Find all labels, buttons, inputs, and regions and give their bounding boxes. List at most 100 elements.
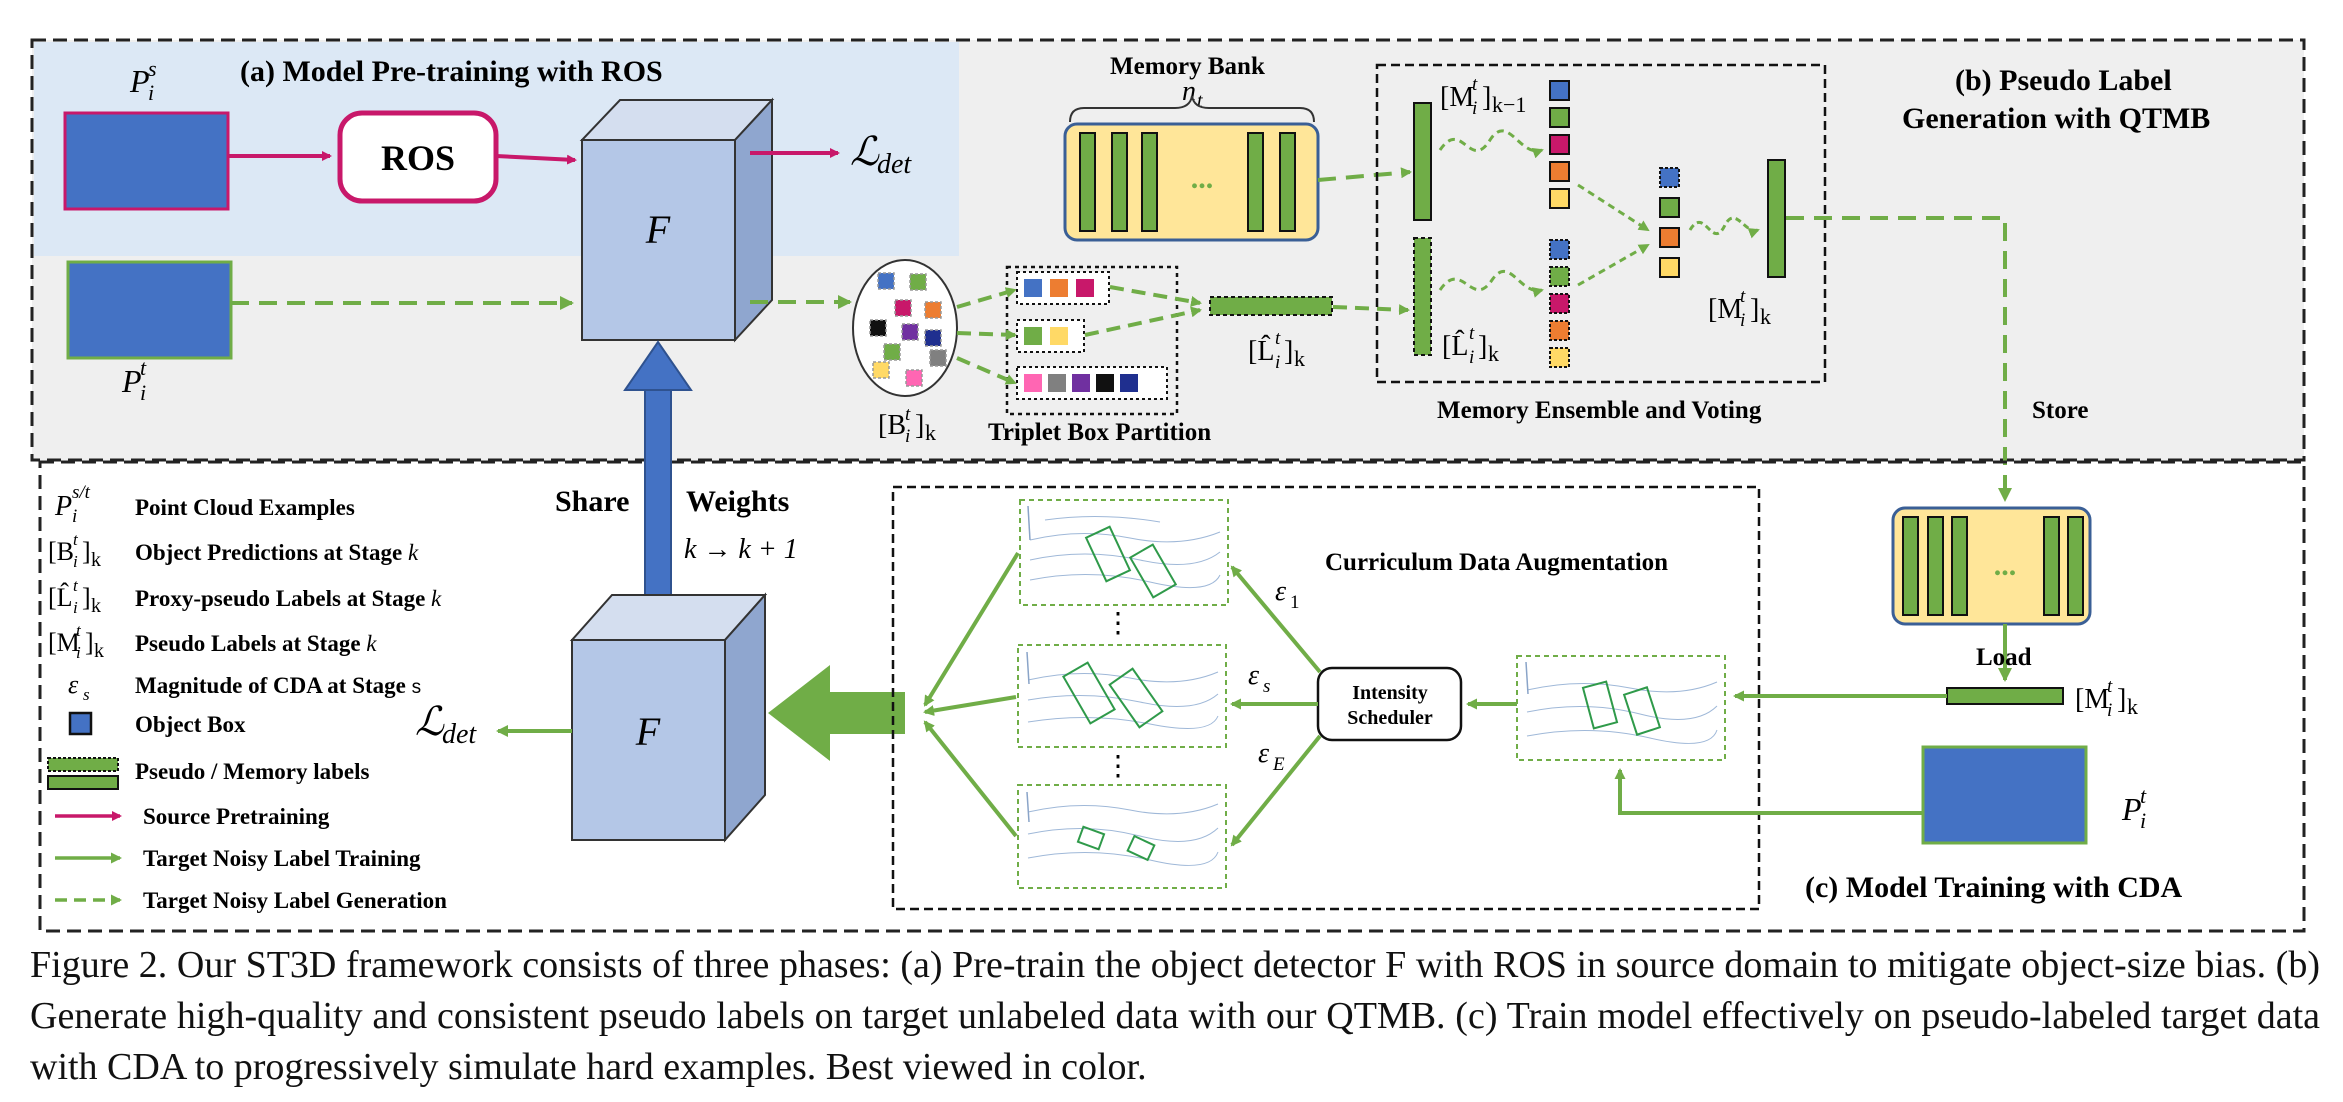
pseudo-label-loaded-bar: [1946, 687, 2064, 705]
svg-text:t: t: [1740, 286, 1746, 307]
svg-text:]: ]: [1482, 82, 1491, 113]
svg-text:E: E: [1272, 754, 1285, 775]
memory-bank-slots: [1079, 132, 1296, 232]
memory-ensemble-voting-box: [1375, 63, 1827, 384]
svg-text:Object Predictions at Stage k: Object Predictions at Stage k: [135, 540, 419, 565]
target-point-cloud-label: P t i: [121, 355, 147, 405]
svg-text:ℒ: ℒ: [850, 129, 880, 174]
ensemble-wave-upper: [1438, 129, 1544, 159]
proxy-bar-vertical: [1413, 237, 1432, 356]
svg-text:[B: [B: [48, 537, 74, 566]
panel-b-title-line2: Generation with QTMB: [1902, 102, 2210, 135]
svg-text:Target Noisy Label Generation: Target Noisy Label Generation: [143, 888, 447, 913]
svg-text:t: t: [73, 530, 79, 549]
svg-text:[M: [M: [1708, 294, 1742, 325]
target-point-cloud-label-c: P t i: [2121, 783, 2147, 833]
memory-loaded-label: [M i t ] k: [2075, 676, 2138, 721]
voted-boxes: [1659, 167, 1680, 278]
triplet-box-partition: [1005, 265, 1179, 416]
predictions-label: [B i t ] k: [878, 404, 936, 447]
legend-item-point-cloud: P s/t i Point Cloud Examples: [54, 482, 355, 527]
scene-e-to-detector: [923, 720, 1018, 838]
vote-arrow-lower: [1577, 243, 1650, 287]
figure-caption: Figure 2. Our ST3D framework consists of…: [30, 944, 2320, 1088]
svg-text:]: ]: [82, 583, 91, 612]
svg-text:i: i: [76, 643, 81, 662]
svg-text:t: t: [76, 621, 82, 640]
memory-bank-ellipsis: ...: [1191, 162, 1214, 195]
proxy-boxes: [1549, 239, 1570, 368]
cluster-to-triplet-2: [956, 329, 1017, 341]
share-weights-arrow-head: [623, 340, 693, 391]
svg-text:i: i: [1740, 310, 1745, 331]
augmented-scene-1: [1019, 499, 1229, 606]
target-to-scene-arrow: [1614, 768, 1923, 815]
legend-item-pseudo-memory: Pseudo / Memory labels: [47, 757, 369, 790]
legend-item-pseudo-labels: [M i t ] k Pseudo Labels at Stage k: [48, 621, 377, 662]
svg-text:t: t: [140, 355, 147, 380]
svg-text:]: ]: [915, 410, 924, 441]
svg-text:Object Box: Object Box: [135, 712, 246, 737]
target-point-cloud-box: [66, 260, 233, 360]
cluster-to-triplet-1: [956, 287, 1017, 309]
triplet-to-proxy-arrow-2: [1084, 306, 1202, 337]
augmented-scene-e: [1017, 784, 1227, 889]
memory-bank-loaded-slots: [1902, 516, 2084, 616]
legend: P s/t i Point Cloud Examples [B i t ] k …: [47, 482, 447, 913]
proxy-label-ensemble: [L̂ i t ] k: [1442, 323, 1499, 368]
source-point-cloud-box: [63, 111, 230, 211]
memory-bank-title: Memory Bank: [1110, 53, 1265, 80]
svg-text:i: i: [140, 380, 146, 405]
scheduler-line1: Intensity: [1352, 682, 1428, 704]
store-label: Store: [2032, 397, 2088, 424]
svg-text:ε: ε: [1275, 576, 1286, 607]
prediction-boxes: [869, 272, 947, 387]
svg-text:t: t: [2107, 676, 2113, 697]
vote-arrow-upper: [1577, 183, 1650, 232]
svg-text:ℒ: ℒ: [415, 699, 445, 744]
svg-text:P: P: [54, 491, 72, 522]
svg-text:t: t: [1472, 74, 1478, 95]
svg-text:Pseudo / Memory labels: Pseudo / Memory labels: [135, 759, 369, 784]
svg-text:[L̂: [L̂: [48, 583, 73, 612]
svg-text:k: k: [1760, 304, 1771, 329]
svg-text:]: ]: [1750, 294, 1759, 325]
detector-label-bottom: F: [635, 709, 661, 754]
legend-item-noisy-training: Target Noisy Label Training: [55, 846, 421, 871]
epsilon-e-label: ε E: [1258, 738, 1285, 775]
memory-bank-brace: [1069, 95, 1315, 123]
svg-text:i: i: [73, 598, 78, 617]
svg-text:k: k: [94, 640, 104, 662]
svg-text:ε: ε: [1258, 738, 1269, 769]
svg-text:]: ]: [1478, 331, 1487, 362]
epsilon-s-label: ε s: [1248, 660, 1270, 697]
svg-text:]: ]: [1284, 336, 1293, 367]
svg-text:[B: [B: [878, 410, 906, 441]
svg-text:Point Cloud Examples: Point Cloud Examples: [135, 495, 355, 520]
detector-label-top: F: [645, 207, 671, 252]
share-label: Share: [555, 485, 629, 518]
scheduler-to-scene-e: [1230, 734, 1322, 847]
svg-text:Proxy-pseudo Labels at Stage k: Proxy-pseudo Labels at Stage k: [135, 586, 442, 611]
scheduler-line2: Scheduler: [1347, 707, 1433, 729]
memory-bank-loaded-ellipsis: ...: [1994, 549, 2017, 582]
svg-text:]: ]: [82, 537, 91, 566]
svg-text:s: s: [83, 685, 90, 704]
ensemble-wave-output: [1688, 216, 1760, 239]
svg-text:i: i: [905, 426, 910, 447]
epsilon-1-label: ε 1: [1275, 576, 1300, 613]
svg-text:det: det: [877, 149, 912, 180]
svg-text:k: k: [925, 420, 936, 445]
legend-item-source-pretraining: Source Pretraining: [55, 804, 330, 829]
svg-text:1: 1: [1290, 592, 1300, 613]
svg-text:det: det: [442, 719, 477, 750]
ensemble-wave-lower: [1438, 270, 1544, 298]
svg-text:[M: [M: [1440, 82, 1474, 113]
svg-text:k: k: [91, 549, 101, 571]
svg-text:i: i: [1275, 352, 1280, 373]
share-weights-arrow-shaft: [644, 384, 672, 596]
target-point-cloud-box-c: [1921, 745, 2088, 845]
store-arrow: [1786, 216, 2012, 502]
svg-text:[L̂: [L̂: [1248, 335, 1274, 367]
panel-b-title-line1: (b) Pseudo Label: [1955, 64, 2172, 97]
